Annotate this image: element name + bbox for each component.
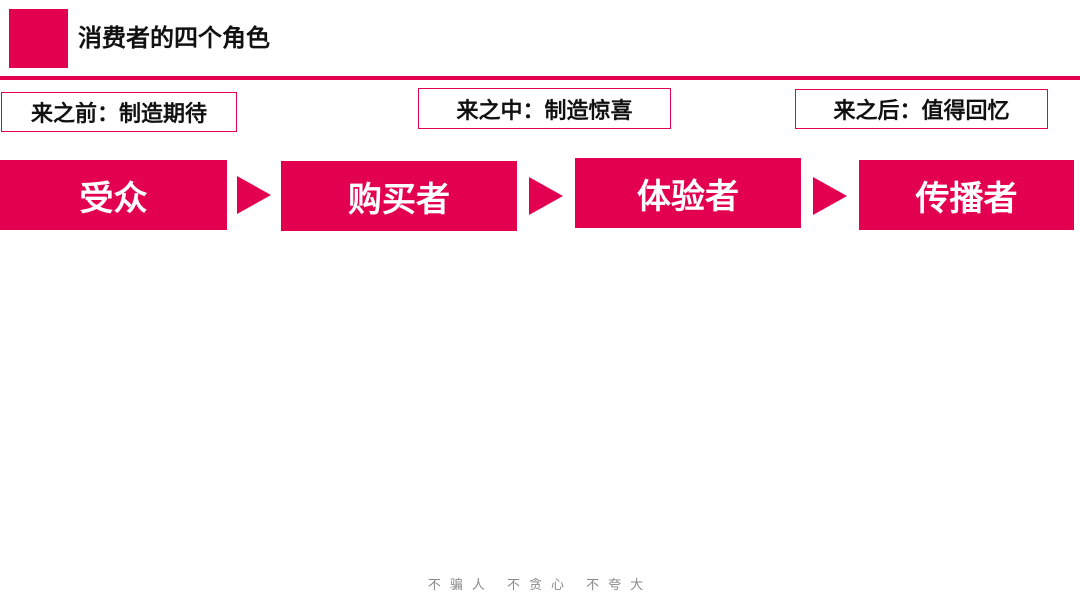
- role-buyer: 购买者: [281, 161, 517, 231]
- arrow-right-icon: [813, 177, 847, 215]
- stage-after: 来之后：值得回忆: [795, 89, 1048, 129]
- title-accent-square: [9, 9, 68, 68]
- header-divider: [0, 76, 1080, 80]
- role-experiencer: 体验者: [575, 158, 801, 228]
- stage-before: 来之前：制造期待: [1, 92, 237, 132]
- role-audience: 受众: [0, 160, 227, 230]
- arrow-right-icon: [529, 177, 563, 215]
- stage-during: 来之中：制造惊喜: [418, 88, 671, 129]
- arrow-right-icon: [237, 176, 271, 214]
- role-spreader: 传播者: [859, 160, 1074, 230]
- page-title: 消费者的四个角色: [78, 24, 270, 52]
- footer-slogan: 不骗人 不贪心 不夸大: [427, 578, 653, 593]
